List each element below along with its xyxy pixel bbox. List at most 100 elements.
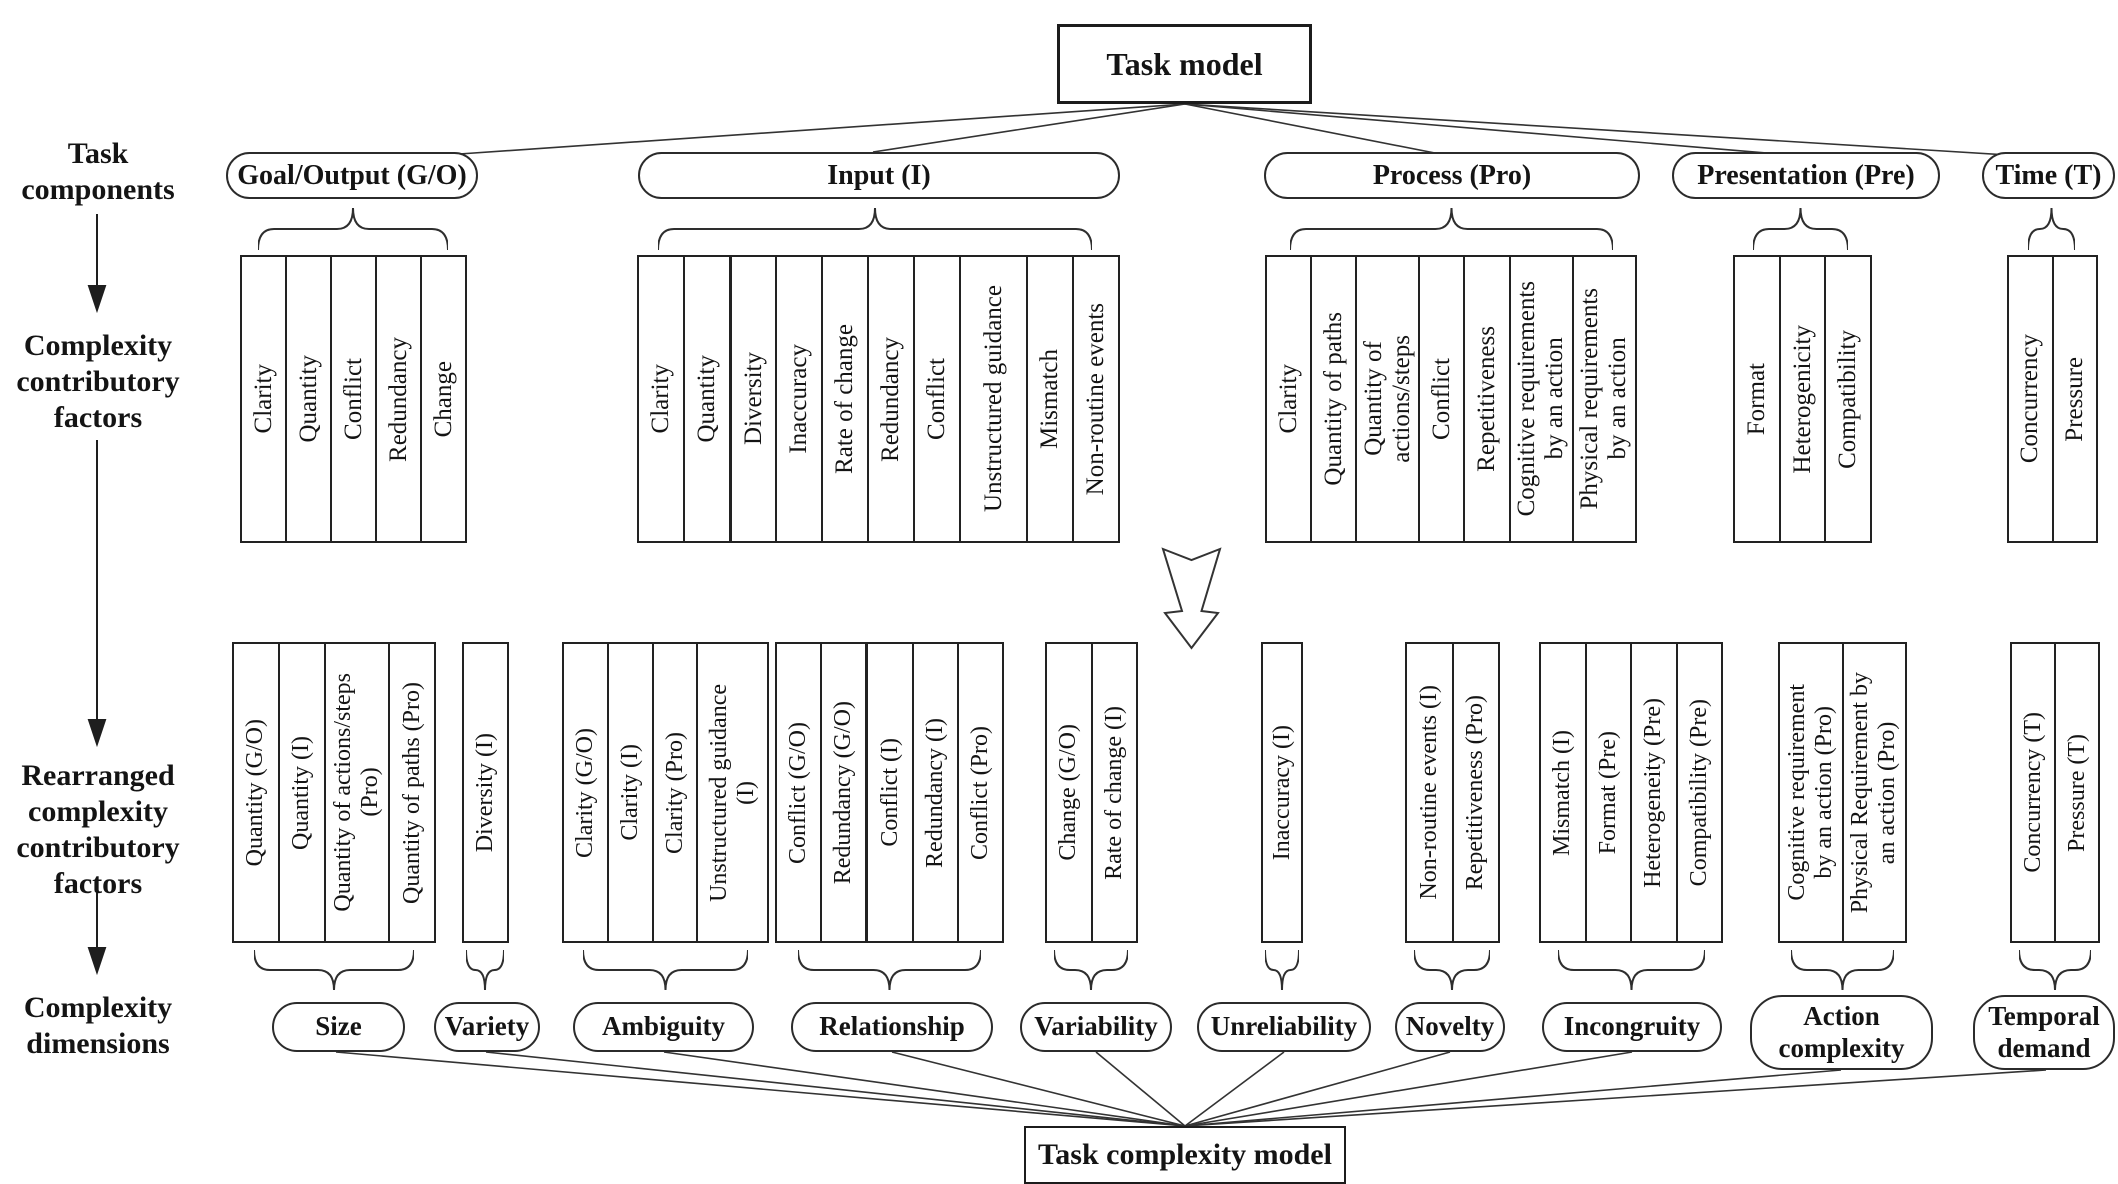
factor-label: Quantity (G/O) bbox=[242, 718, 269, 867]
brace bbox=[253, 949, 415, 991]
brace bbox=[1289, 207, 1614, 251]
factor-cell: Format bbox=[1735, 257, 1781, 541]
factor-label: Mismatch (I) bbox=[1549, 729, 1576, 856]
factor-cell: Change bbox=[422, 257, 465, 541]
brace bbox=[1557, 949, 1706, 991]
factor-label: Repetitiveness bbox=[1473, 326, 1501, 472]
factor-label: Clarity (I) bbox=[616, 744, 643, 841]
rearranged-table-size: Quantity (G/O) Quantity (I) Quantity of … bbox=[232, 642, 436, 943]
factor-cell: Mismatch bbox=[1028, 257, 1075, 541]
factor-label: Rate of change bbox=[831, 324, 859, 474]
brace-glyph bbox=[1557, 949, 1706, 991]
factor-cell: Conflict (Pro) bbox=[959, 644, 1002, 941]
factor-cell: Non-routine events (I) bbox=[1407, 644, 1454, 941]
component-pill-input: Input (I) bbox=[638, 152, 1120, 199]
factor-cell: Conflict bbox=[1420, 257, 1466, 541]
brace bbox=[1264, 949, 1300, 991]
rearranged-table-temporal-demand: Concurrency (T) Pressure (T) bbox=[2010, 642, 2100, 943]
factor-label: Quantity (I) bbox=[288, 735, 315, 850]
brace bbox=[465, 949, 505, 991]
rearranged-table-relationship: Conflict (G/O) Redundancy (G/O) Conflict… bbox=[775, 642, 1004, 943]
factors-table-time: Concurrency Pressure bbox=[2007, 255, 2098, 543]
factor-cell: Rate of change (I) bbox=[1093, 644, 1137, 941]
factor-label: Pressure (T) bbox=[2063, 733, 2090, 852]
factor-label: Mismatch bbox=[1036, 349, 1064, 449]
factor-label: Clarity (Pro) bbox=[661, 731, 688, 854]
factor-cell: Cognitive requirements by an action bbox=[1511, 257, 1574, 541]
factor-label: Format (Pre) bbox=[1594, 730, 1621, 855]
factor-label: Inaccuracy (I) bbox=[1268, 724, 1295, 861]
factors-table-process: Clarity Quantity of paths Quantity of ac… bbox=[1265, 255, 1637, 543]
factor-label: Inaccuracy bbox=[785, 344, 813, 454]
dimension-pill-variability: Variability bbox=[1020, 1002, 1172, 1052]
factor-cell: Clarity (G/O) bbox=[564, 644, 609, 941]
dimension-pill-action-complexity: Action complexity bbox=[1750, 995, 1933, 1070]
factor-label: Clarity (G/O) bbox=[571, 727, 598, 858]
brace-glyph bbox=[1752, 207, 1849, 251]
factor-cell: Unstructured guidance bbox=[961, 257, 1029, 541]
factor-label: Redundancy (G/O) bbox=[830, 700, 857, 885]
factor-label: Non-routine events (I) bbox=[1415, 685, 1442, 900]
factor-cell: Quantity of actions/steps (Pro) bbox=[326, 644, 391, 941]
factor-cell: Conflict bbox=[915, 257, 961, 541]
brace bbox=[1790, 949, 1895, 991]
factor-cell: Physical Requirement by an action (Pro) bbox=[1844, 644, 1906, 941]
factor-label: Conflict (I) bbox=[876, 738, 903, 847]
factor-cell: Clarity bbox=[1267, 257, 1313, 541]
row-label-rearranged-factors: Rearranged complexity contributory facto… bbox=[16, 759, 180, 900]
brace-glyph bbox=[1790, 949, 1895, 991]
factor-label: Redundancy (I) bbox=[921, 717, 948, 868]
brace bbox=[582, 949, 749, 991]
rearranged-table-action-complexity: Cognitive requirement by an action (Pro)… bbox=[1778, 642, 1907, 943]
factor-label: Non-routine events bbox=[1082, 302, 1110, 496]
component-pill-goal-output: Goal/Output (G/O) bbox=[226, 152, 478, 199]
rearranged-table-variety: Diversity (I) bbox=[462, 642, 509, 943]
factor-cell: Clarity bbox=[242, 257, 287, 541]
factor-label: Redundancy bbox=[384, 336, 412, 462]
dimension-pill-incongruity: Incongruity bbox=[1542, 1002, 1722, 1052]
brace-glyph bbox=[582, 949, 749, 991]
top-fan-lines bbox=[444, 103, 2041, 158]
factor-label: Quantity of actions/steps bbox=[1359, 335, 1415, 463]
factor-cell: Clarity (I) bbox=[609, 644, 654, 941]
factor-label: Conflict bbox=[922, 358, 950, 440]
component-pill-presentation: Presentation (Pre) bbox=[1672, 152, 1940, 199]
factor-cell: Heterogenicity bbox=[1781, 257, 1827, 541]
factor-cell: Compatibility (Pre) bbox=[1678, 644, 1722, 941]
factor-cell: Redundancy bbox=[869, 257, 915, 541]
factor-cell: Quantity bbox=[287, 257, 332, 541]
factor-cell: Redundancy (G/O) bbox=[822, 644, 869, 941]
component-pill-time: Time (T) bbox=[1982, 152, 2115, 199]
factor-cell: Compatibility bbox=[1826, 257, 1870, 541]
factor-cell: Unstructured guidance (I) bbox=[698, 644, 767, 941]
factor-label: Quantity of actions/steps (Pro) bbox=[330, 673, 383, 912]
rearranged-table-incongruity: Mismatch (I) Format (Pre) Heterogeneity … bbox=[1539, 642, 1723, 943]
dimension-pill-ambiguity: Ambiguity bbox=[573, 1002, 754, 1052]
factor-label: Rate of change (I) bbox=[1100, 705, 1127, 880]
brace-glyph bbox=[1264, 949, 1300, 991]
rearranged-table-novelty: Non-routine events (I) Repetitiveness (P… bbox=[1405, 642, 1500, 943]
factor-cell: Inaccuracy bbox=[777, 257, 824, 541]
brace-glyph bbox=[2018, 949, 2092, 991]
transform-arrow-icon bbox=[1161, 547, 1222, 650]
dimension-pill-relationship: Relationship bbox=[791, 1002, 993, 1052]
component-pill-process: Process (Pro) bbox=[1264, 152, 1640, 199]
factor-cell: Redundancy (I) bbox=[914, 644, 959, 941]
factor-cell: Redundancy bbox=[377, 257, 422, 541]
factor-cell: Concurrency bbox=[2009, 257, 2054, 541]
brace bbox=[257, 207, 449, 251]
task-model-box: Task model bbox=[1057, 24, 1312, 104]
brace bbox=[1413, 949, 1491, 991]
brace bbox=[1752, 207, 1849, 251]
factor-label: Clarity bbox=[646, 364, 674, 434]
factor-label: Concurrency bbox=[2016, 334, 2044, 464]
factor-cell: Diversity (I) bbox=[464, 644, 507, 941]
brace-glyph bbox=[1413, 949, 1491, 991]
factor-label: Heterogenicity bbox=[1788, 324, 1816, 474]
factor-label: Clarity bbox=[249, 364, 277, 434]
row-label-complexity-factors: Complexity contributory factors bbox=[16, 329, 180, 434]
factor-cell: Quantity of paths bbox=[1312, 257, 1358, 541]
factor-cell: Repetitiveness (Pro) bbox=[1454, 644, 1499, 941]
factor-cell: Non-routine events bbox=[1074, 257, 1118, 541]
factor-cell: Inaccuracy (I) bbox=[1263, 644, 1301, 941]
